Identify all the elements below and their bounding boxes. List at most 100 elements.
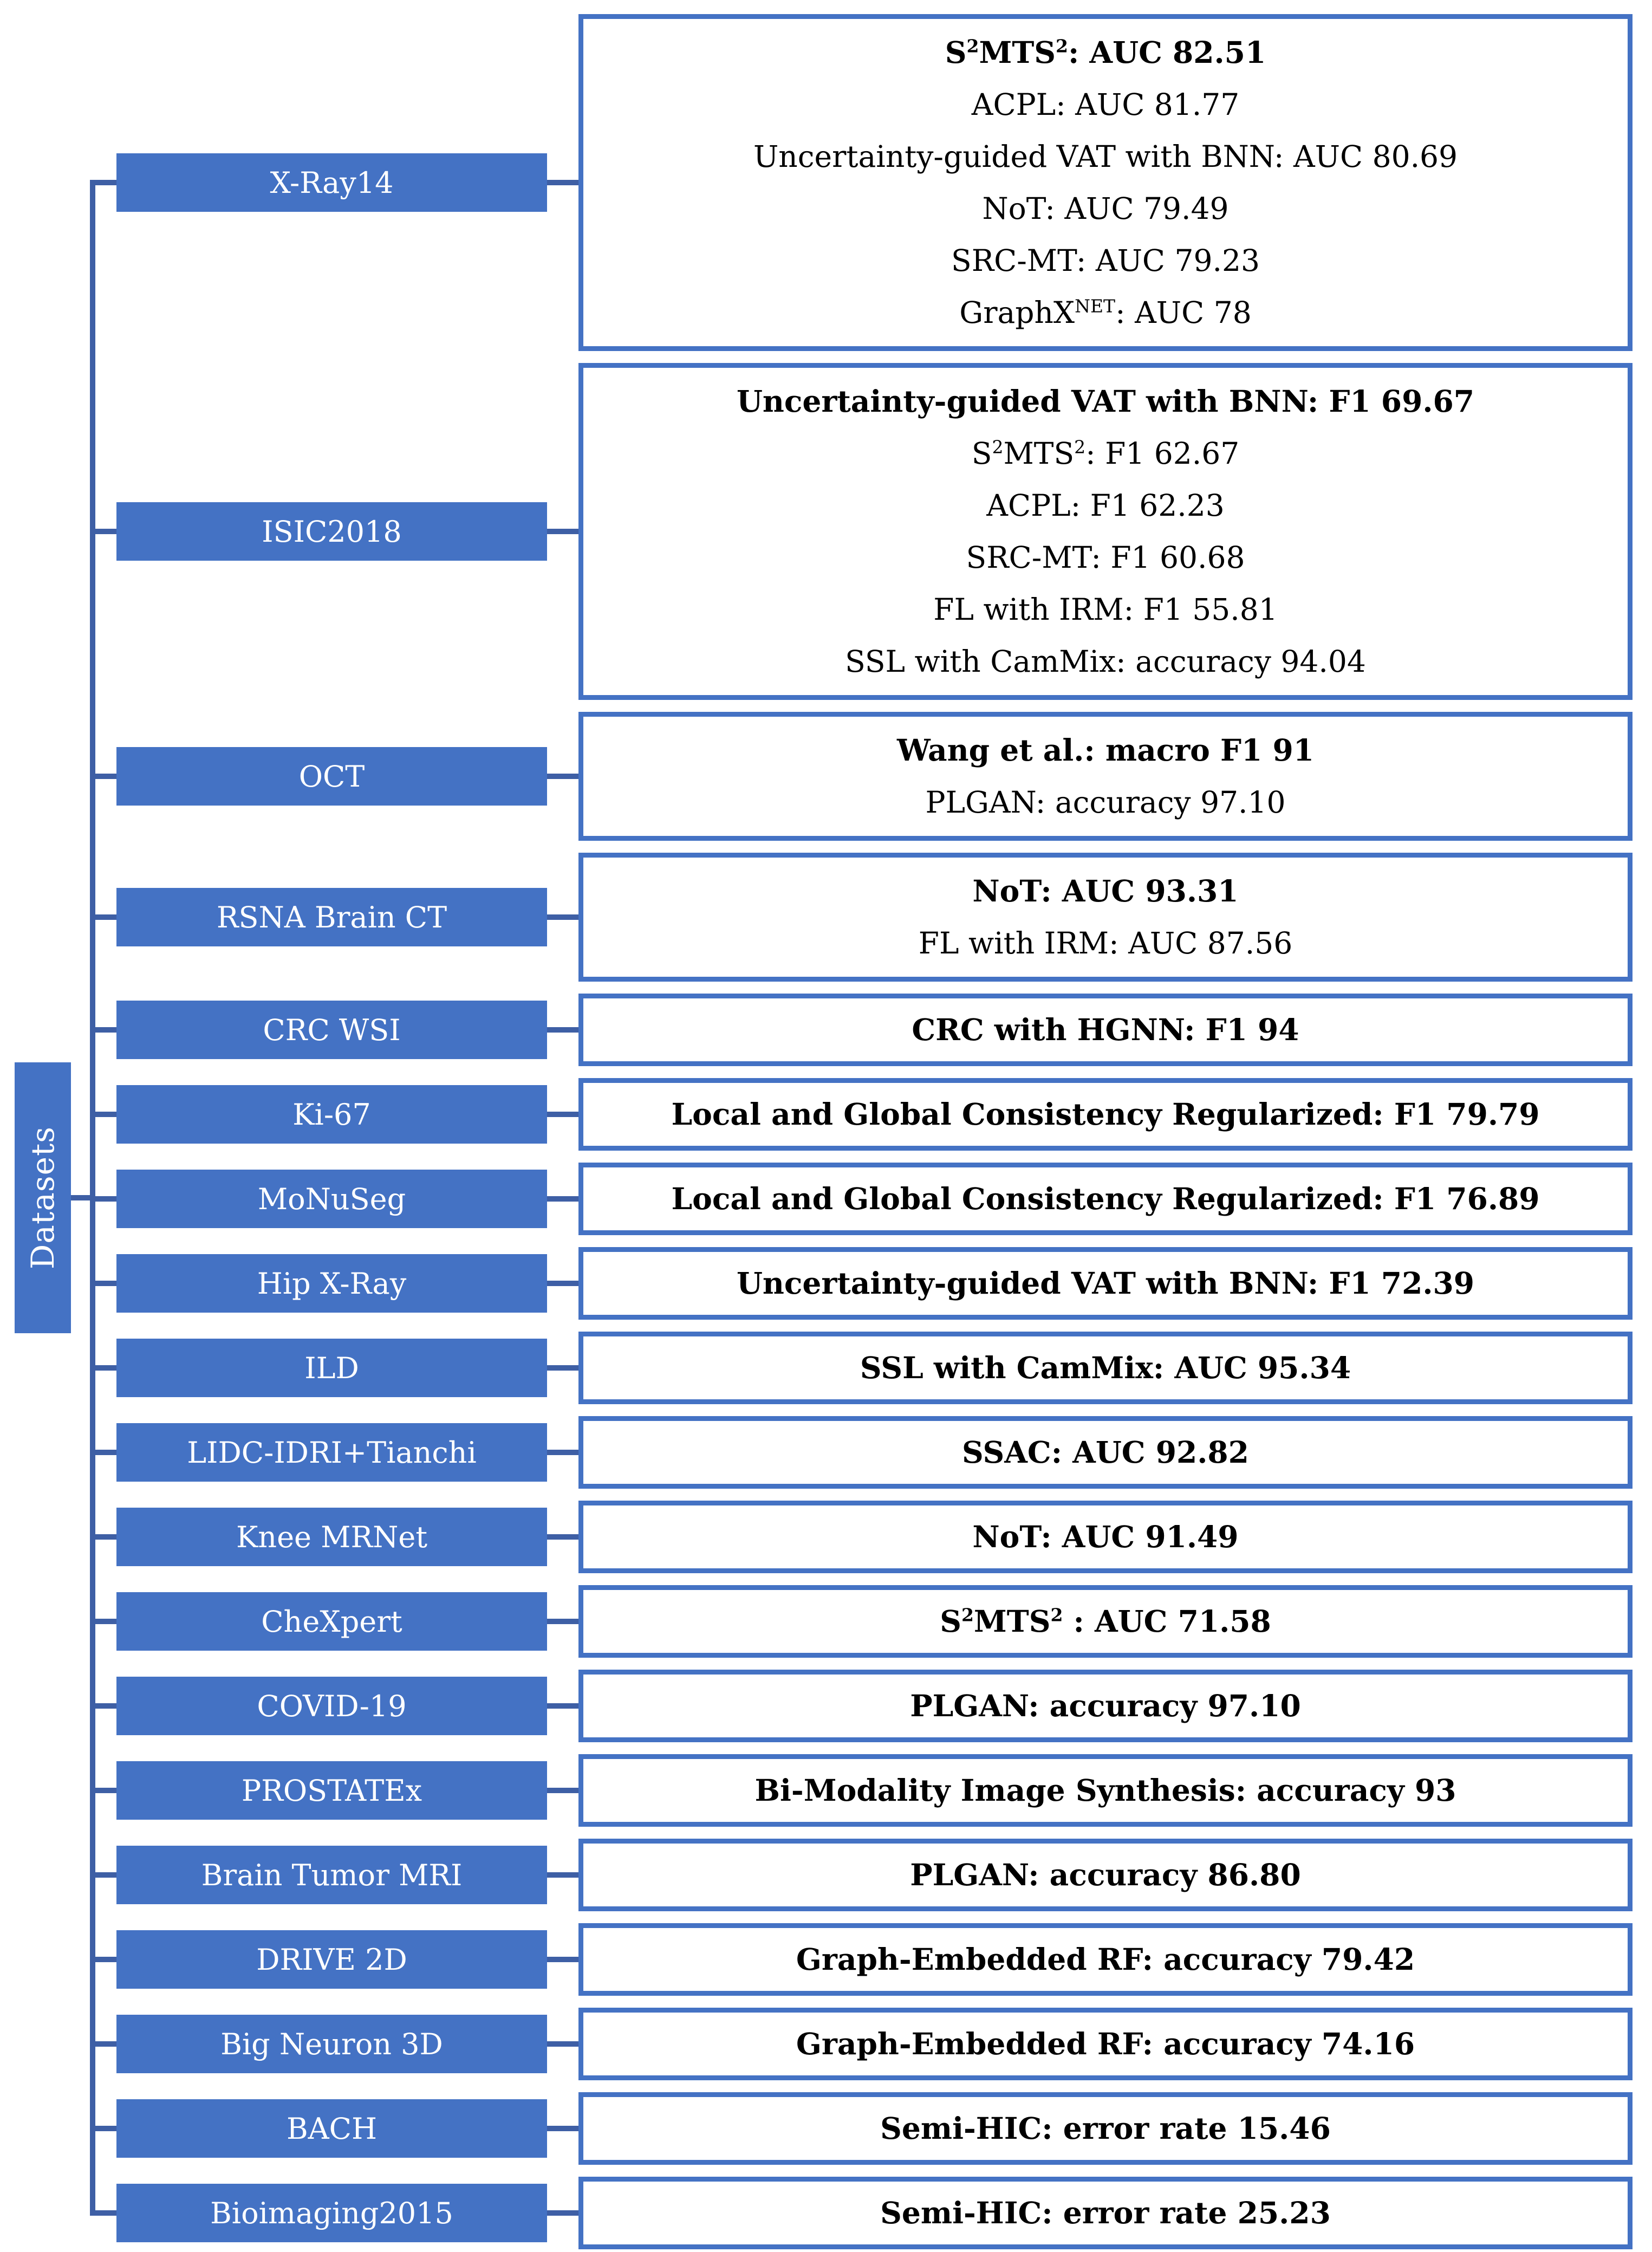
- trunk-tick-line: [90, 1619, 116, 1624]
- results-node: Semi-HIC: error rate 15.46: [578, 2092, 1633, 2165]
- results-node: Graph-Embedded RF: accuracy 79.42: [578, 1923, 1633, 1996]
- dataset-label: PROSTATEx: [241, 1773, 422, 1808]
- results-node: SSAC: AUC 92.82: [578, 1416, 1633, 1489]
- dataset-label: OCT: [298, 759, 365, 794]
- trunk-tick-line: [90, 1365, 116, 1371]
- trunk-tick-line: [90, 1196, 116, 1202]
- result-entry: PLGAN: accuracy 97.10: [910, 1688, 1301, 1723]
- node-connector-line: [547, 774, 578, 779]
- dataset-node: OCT: [116, 747, 547, 806]
- dataset-row: BACH Semi-HIC: error rate 15.46: [0, 2092, 1652, 2165]
- node-connector-line: [547, 1112, 578, 1117]
- trunk-tick-line: [90, 1788, 116, 1793]
- dataset-node: PROSTATEx: [116, 1761, 547, 1820]
- trunk-tick-line: [90, 1534, 116, 1540]
- dataset-row: Brain Tumor MRI PLGAN: accuracy 86.80: [0, 1839, 1652, 1911]
- dataset-row: ILD SSL with CamMix: AUC 95.34: [0, 1332, 1652, 1404]
- result-entry: SRC-MT: F1 60.68: [966, 540, 1245, 575]
- node-connector-line: [547, 1365, 578, 1371]
- node-connector-line: [547, 1619, 578, 1624]
- trunk-tick-line: [90, 529, 116, 534]
- trunk-tick-line: [90, 1872, 116, 1878]
- result-entry: ACPL: AUC 81.77: [971, 87, 1240, 122]
- dataset-label: Big Neuron 3D: [220, 2027, 443, 2061]
- node-connector-line: [547, 1027, 578, 1033]
- dataset-row: Bioimaging2015 Semi-HIC: error rate 25.23: [0, 2177, 1652, 2249]
- result-entry: ACPL: F1 62.23: [986, 488, 1225, 523]
- trunk-tick-line: [90, 774, 116, 779]
- node-connector-line: [547, 2126, 578, 2131]
- dataset-label: Bioimaging2015: [210, 2196, 453, 2230]
- dataset-label: CRC WSI: [263, 1013, 401, 1047]
- dataset-node: COVID-19: [116, 1677, 547, 1735]
- dataset-label: ILD: [304, 1351, 359, 1385]
- trunk-tick-line: [90, 914, 116, 920]
- datasets-root-node: Datasets: [15, 1062, 71, 1333]
- trunk-tick-line: [90, 2126, 116, 2131]
- node-connector-line: [547, 2210, 578, 2216]
- node-connector-line: [547, 1872, 578, 1878]
- dataset-row: Big Neuron 3D Graph-Embedded RF: accuracy…: [0, 2008, 1652, 2080]
- result-entry: Local and Global Consistency Regularized…: [671, 1181, 1540, 1216]
- result-entry: S2MTS2: AUC 82.51: [945, 35, 1266, 70]
- dataset-node: X-Ray14: [116, 153, 547, 212]
- node-connector-line: [547, 529, 578, 534]
- dataset-row: COVID-19 PLGAN: accuracy 97.10: [0, 1670, 1652, 1742]
- dataset-label: BACH: [286, 2111, 378, 2146]
- node-connector-line: [547, 1788, 578, 1793]
- trunk-tick-line: [90, 1703, 116, 1709]
- dataset-node: MoNuSeg: [116, 1170, 547, 1228]
- dataset-node: DRIVE 2D: [116, 1930, 547, 1989]
- node-connector-line: [547, 1703, 578, 1709]
- dataset-label: Brain Tumor MRI: [201, 1858, 463, 1892]
- dataset-node: Ki-67: [116, 1085, 547, 1144]
- result-entry: CRC with HGNN: F1 94: [912, 1012, 1299, 1047]
- result-entry: SSL with CamMix: AUC 95.34: [860, 1350, 1351, 1385]
- trunk-tick-line: [90, 1112, 116, 1117]
- dataset-node: Big Neuron 3D: [116, 2015, 547, 2073]
- result-entry: NoT: AUC 93.31: [972, 873, 1239, 908]
- dataset-label: Hip X-Ray: [257, 1266, 407, 1301]
- node-connector-line: [547, 180, 578, 185]
- dataset-label: ISIC2018: [262, 514, 402, 549]
- result-entry: Uncertainty-guided VAT with BNN: AUC 80.…: [753, 139, 1458, 174]
- dataset-row: MoNuSeg Local and Global Consistency Regu…: [0, 1163, 1652, 1235]
- result-entry: SSL with CamMix: accuracy 94.04: [845, 644, 1366, 679]
- result-entry: Semi-HIC: error rate 25.23: [880, 2195, 1331, 2230]
- result-entry: Wang et al.: macro F1 91: [896, 732, 1315, 768]
- results-node: Bi-Modality Image Synthesis: accuracy 93: [578, 1754, 1633, 1827]
- dataset-label: COVID-19: [257, 1689, 407, 1723]
- trunk-tick-line: [90, 1957, 116, 1962]
- dataset-label: DRIVE 2D: [256, 1942, 407, 1977]
- dataset-node: CRC WSI: [116, 1001, 547, 1059]
- results-node: PLGAN: accuracy 97.10: [578, 1670, 1633, 1742]
- results-node: Local and Global Consistency Regularized…: [578, 1163, 1633, 1235]
- result-entry: PLGAN: accuracy 86.80: [910, 1857, 1301, 1892]
- dataset-node: LIDC-IDRI+Tianchi: [116, 1423, 547, 1482]
- node-connector-line: [547, 1957, 578, 1962]
- result-entry: FL with IRM: F1 55.81: [933, 592, 1278, 627]
- results-node: CRC with HGNN: F1 94: [578, 994, 1633, 1066]
- dataset-row: PROSTATEx Bi-Modality Image Synthesis: ac…: [0, 1754, 1652, 1827]
- dataset-label: MoNuSeg: [257, 1182, 406, 1216]
- results-node: SSL with CamMix: AUC 95.34: [578, 1332, 1633, 1404]
- results-node: Uncertainty-guided VAT with BNN: F1 69.6…: [578, 363, 1633, 700]
- trunk-tick-line: [90, 180, 116, 185]
- node-connector-line: [547, 1281, 578, 1286]
- dataset-row: CRC WSI CRC with HGNN: F1 94: [0, 994, 1652, 1066]
- result-entry: Bi-Modality Image Synthesis: accuracy 93: [755, 1773, 1456, 1808]
- dataset-node: Hip X-Ray: [116, 1254, 547, 1313]
- result-entry: SSAC: AUC 92.82: [962, 1435, 1249, 1470]
- result-entry: Graph-Embedded RF: accuracy 79.42: [796, 1942, 1415, 1977]
- result-entry: Graph-Embedded RF: accuracy 74.16: [796, 2026, 1415, 2061]
- result-entry: GraphXNET: AUC 78: [959, 295, 1252, 330]
- dataset-node: RSNA Brain CT: [116, 888, 547, 946]
- dataset-label: LIDC-IDRI+Tianchi: [187, 1435, 477, 1470]
